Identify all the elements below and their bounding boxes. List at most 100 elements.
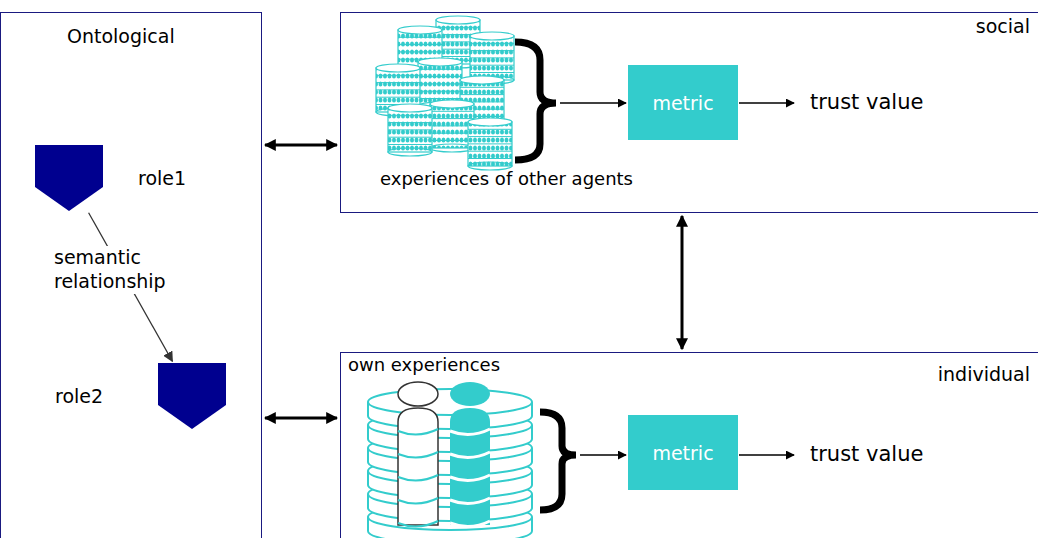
stack-layer — [388, 144, 432, 145]
role-label: role2 — [55, 385, 103, 407]
person-head — [398, 382, 438, 406]
disc-edge — [450, 429, 490, 435]
flow-arrow — [739, 454, 794, 456]
stack-layer — [430, 118, 474, 119]
experience-stack — [430, 104, 474, 148]
stack-layer — [430, 111, 474, 112]
flow-arrow — [739, 102, 794, 104]
experience-stack — [470, 36, 514, 80]
output-label: trust value — [810, 442, 923, 466]
stack-layer — [460, 87, 504, 88]
illustration-caption: experiences of other agents — [380, 168, 633, 189]
stack-top — [418, 58, 462, 66]
stack-layer — [398, 51, 442, 52]
disc-edge — [450, 452, 490, 458]
own-experience-illustration — [368, 382, 532, 538]
stack-top — [388, 104, 432, 112]
stack-base — [430, 144, 474, 152]
region-title: individual — [938, 363, 1030, 385]
curly-bracket — [515, 42, 556, 160]
stack-top — [376, 64, 420, 72]
stack-layer — [388, 129, 432, 130]
stack-layer — [468, 151, 512, 152]
role-node: role2 — [55, 363, 226, 431]
stack-top — [468, 118, 512, 126]
person-head — [450, 382, 490, 406]
stack-layer — [430, 125, 474, 126]
stack-base — [388, 148, 432, 156]
stack-layer — [418, 76, 462, 77]
role-pentagon — [158, 363, 226, 429]
stack-layer — [418, 91, 462, 92]
disc-edge — [398, 521, 438, 527]
metric-label: metric — [652, 92, 713, 114]
metric-box: metric — [628, 65, 738, 140]
metric-box: metric — [628, 415, 738, 490]
stack-layer — [376, 75, 420, 76]
connector-arrow — [265, 417, 337, 420]
connector-arrow — [681, 216, 684, 349]
stack-layer — [398, 37, 442, 38]
experience-stack — [468, 122, 512, 166]
people-dots — [470, 36, 514, 80]
people-dots — [388, 108, 432, 152]
stack-top — [430, 100, 474, 108]
stack-layer — [418, 98, 462, 99]
disc-edge — [450, 498, 490, 504]
crowd-illustration — [376, 16, 514, 170]
experience-stack — [388, 108, 432, 152]
disc-edge — [398, 498, 438, 504]
stack-layer — [468, 143, 512, 144]
stack-top — [398, 26, 442, 34]
stack-layer — [388, 115, 432, 116]
curly-bracket — [540, 412, 576, 510]
stack-layer — [460, 94, 504, 95]
stack-layer — [470, 72, 514, 73]
role-shape — [35, 145, 103, 211]
role-shape — [158, 363, 226, 429]
stack-layer — [388, 122, 432, 123]
flow-arrow — [560, 102, 626, 104]
disc-edge — [450, 521, 490, 527]
stack-layer — [430, 140, 474, 141]
stack-layer — [468, 129, 512, 130]
stack-layer — [398, 44, 442, 45]
stack-top — [460, 76, 504, 84]
output-label: trust value — [810, 90, 923, 114]
disc-edge — [450, 475, 490, 481]
disc-edge — [398, 429, 438, 435]
disc-top — [368, 389, 532, 415]
stack-layer — [468, 158, 512, 159]
stack-layer — [418, 69, 462, 70]
stack-layer — [376, 82, 420, 83]
people-dots — [468, 122, 512, 166]
people-dots — [418, 62, 462, 106]
stack-layer — [376, 97, 420, 98]
role-label: role1 — [138, 167, 186, 189]
stack-layer — [468, 136, 512, 137]
person-body — [450, 408, 490, 525]
stack-layer — [470, 50, 514, 51]
stack-layer — [388, 137, 432, 138]
region-title: Ontological — [67, 25, 175, 47]
illustration-caption: own experiences — [348, 354, 500, 375]
stack-layer — [418, 83, 462, 84]
person-body — [398, 408, 438, 525]
role-node: role1 — [35, 145, 191, 211]
people-dots — [430, 104, 474, 148]
experience-stack — [418, 62, 462, 106]
stack-layer — [430, 133, 474, 134]
stack-layer — [436, 27, 480, 28]
edge-label: semantic relationship — [52, 246, 206, 294]
stack-top — [436, 16, 480, 24]
stack-layer — [470, 43, 514, 44]
disc-edge — [398, 452, 438, 458]
stack-layer — [470, 65, 514, 66]
region-box: individual metric — [340, 352, 1038, 538]
role-pentagon — [35, 145, 103, 211]
region-title: social — [976, 15, 1030, 37]
stack-top — [470, 32, 514, 40]
flow-arrow — [580, 454, 626, 456]
stack-layer — [470, 57, 514, 58]
